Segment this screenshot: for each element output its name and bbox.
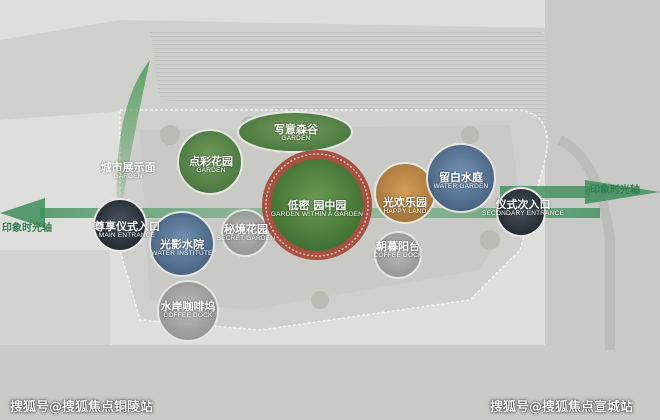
axis-label-right: 印象时光轴 [590, 185, 640, 196]
zone-label-secondary-entrance: 仪式次入口 SECONDARY ENTRANCE [481, 198, 565, 217]
zone-label-garden-within-garden: 低密 园中园 GARDEN WITHIN A GARDEN [270, 199, 364, 218]
watermark-left: 搜狐号@搜狐焦点铜陵站 [10, 400, 154, 415]
axis-label-left: 印象时光轴 [2, 223, 52, 234]
zone-label-main-entrance: 尊享仪式入口 MAIN ENTRANCE [94, 220, 160, 239]
zone-label-city-frontage: 城市展示面 GARDEN [100, 161, 156, 180]
zone-label-happy-land: 光欢乐园 HAPPY LAND [383, 196, 427, 215]
zone-label-morning-terrace: 朝暮阳台 COFFEE DOCK [373, 240, 423, 259]
zone-label-water-garden: 留白水庭 WATER GARDEN [433, 171, 489, 190]
zone-label-waterfront-coffee: 水岸咖啡坞 COFFEE DOCK [160, 300, 216, 319]
zone-label-water-institute: 光影水院 WATER INSTITUTE [151, 238, 213, 257]
watermark-right: 搜狐号@搜狐焦点宣城站 [490, 400, 634, 415]
zone-label-secret-garden: 秘境花园 SECRET GARDEN [216, 223, 276, 242]
zone-label-dianchai-garden: 点彩花园 GARDEN [189, 155, 233, 174]
zone-label-xieyi-forest: 写意森谷 GARDEN [274, 123, 318, 142]
